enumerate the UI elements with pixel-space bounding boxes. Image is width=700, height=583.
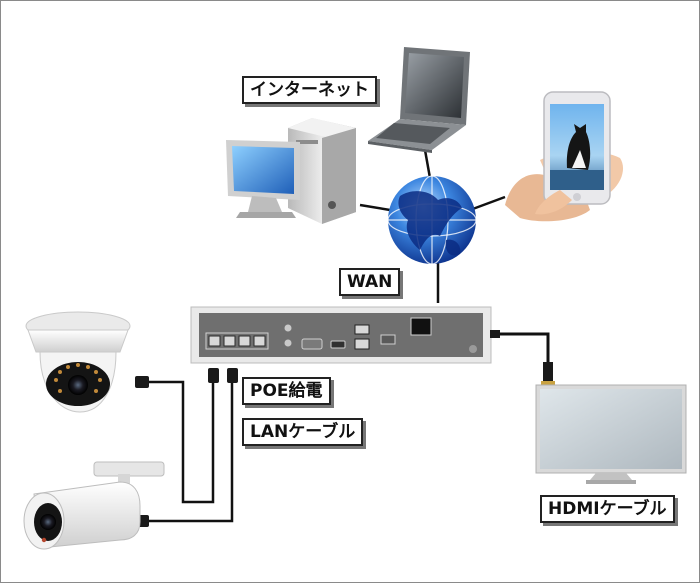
nvr-recorder-icon — [190, 306, 492, 364]
lan-cables — [146, 380, 234, 523]
wan-label: WAN — [339, 268, 401, 296]
lan-port-group — [208, 335, 266, 347]
poe-label: POE給電 — [242, 377, 331, 405]
line-desktop — [359, 203, 391, 212]
hdmi-cable-label: HDMIケーブル — [540, 495, 675, 523]
bullet-camera-icon — [23, 461, 165, 550]
line-laptop — [423, 149, 432, 179]
lan-cable-label: LANケーブル — [242, 418, 364, 446]
internet-label: インターネット — [242, 76, 377, 104]
line-smartphone — [469, 195, 506, 212]
desktop-pc-icon — [226, 118, 356, 224]
monitor-icon — [535, 384, 687, 484]
laptop-icon — [368, 47, 470, 153]
dome-camera-icon — [25, 311, 131, 413]
smartphone-icon — [505, 91, 624, 222]
hdmi-cable — [490, 330, 555, 387]
network-lines — [359, 149, 506, 303]
rj45-connectors — [135, 368, 238, 527]
globe-icon — [387, 175, 477, 265]
